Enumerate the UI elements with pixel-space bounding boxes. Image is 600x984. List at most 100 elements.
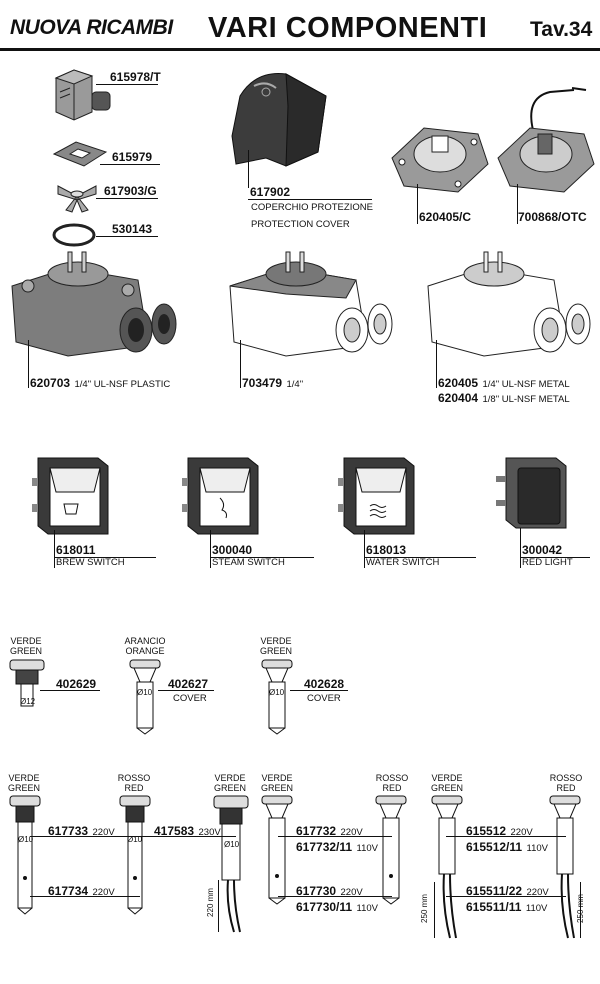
color-verde-1: VERDE <box>10 636 42 646</box>
color-red-2: RED <box>382 783 402 793</box>
part-617734: 617734 <box>48 884 89 898</box>
part-617902: 617902 <box>250 185 291 199</box>
leader-line <box>40 690 100 691</box>
cover-label-en: PROTECTION COVER <box>251 219 350 230</box>
color-red-1: RED <box>124 783 144 793</box>
part-700868: 700868/OTC <box>518 210 587 224</box>
table-number: Tav.34 <box>530 18 593 41</box>
flowmeter-620404-label: 620404 1/8" UL-NSF METAL <box>438 389 570 407</box>
part-620703-desc: 1/4" UL-NSF PLASTIC <box>74 379 171 390</box>
lamp-617732-drawing <box>261 795 293 905</box>
leader-line <box>28 340 29 388</box>
leader-line <box>364 530 365 568</box>
part-402629: 402629 <box>56 677 97 691</box>
flowmeter-plastic-drawing <box>11 251 177 357</box>
indicator-402627-drawing <box>129 659 161 735</box>
diameter-10: Ø10 <box>18 835 34 844</box>
red-light-code: 300042 <box>522 543 563 557</box>
leader-line <box>417 184 418 224</box>
part-620404: 620404 <box>438 391 479 405</box>
color-orange: ORANGE <box>125 646 165 656</box>
part-615511-11: 615511/11 <box>466 900 522 914</box>
leader-line <box>278 896 392 897</box>
leader-line <box>520 528 521 568</box>
brew-switch-drawing <box>32 457 109 535</box>
lamp-617734-label: 617734 220V <box>48 882 115 900</box>
part-617732-11: 617732/11 <box>296 840 353 854</box>
leader-line <box>140 836 236 837</box>
leader-line <box>248 199 372 200</box>
lamp-615511-drawing <box>549 795 581 939</box>
color-arancio: ARANCIO <box>124 636 166 646</box>
color-green-4: GREEN <box>213 783 246 793</box>
part-617730-11: 617730/11 <box>296 900 353 914</box>
lamp-615512-label: 615512 220V <box>466 822 533 840</box>
red-light-drawing <box>496 457 567 529</box>
leader-line <box>436 340 437 388</box>
color-green-3: GREEN <box>7 783 40 793</box>
leader-line <box>364 557 476 558</box>
diameter-12: Ø12 <box>20 697 36 706</box>
part-617733: 617733 <box>48 824 89 838</box>
length-250mm-left: 250 mm <box>419 894 429 923</box>
color-green-1: GREEN <box>9 646 42 656</box>
lamp-417583-label: 417583 230V <box>154 822 221 840</box>
color-red-3: RED <box>556 783 576 793</box>
part-620405: 620405 <box>438 376 479 390</box>
leader-line <box>96 198 158 199</box>
color-green-2: GREEN <box>259 646 292 656</box>
dimension-line <box>434 882 435 938</box>
diameter-10: Ø10 <box>127 835 143 844</box>
flowmeter-1-4-drawing <box>229 251 393 357</box>
water-switch-drawing <box>338 457 415 535</box>
steam-switch-code: 300040 <box>212 543 253 557</box>
lamp-617730-11-label: 617730/11 110V <box>296 898 378 916</box>
connector-drawing <box>54 69 111 121</box>
leader-line <box>54 557 156 558</box>
lamp-617732-label: 617732 220V <box>296 822 363 840</box>
cover-label-it: COPERCHIO PROTEZIONE <box>251 202 373 213</box>
leader-line <box>278 836 392 837</box>
cover-label: COVER <box>307 693 341 704</box>
part-402628: 402628 <box>304 677 345 691</box>
diameter-10: Ø10 <box>224 840 240 849</box>
voltage-220: 220V <box>526 887 549 898</box>
color-verde-2: VERDE <box>260 636 292 646</box>
color-verde-3: VERDE <box>8 773 40 783</box>
voltage-110: 110V <box>356 843 378 854</box>
part-530143: 530143 <box>112 222 153 236</box>
indicator-402628-drawing <box>261 659 293 735</box>
steam-switch-name: STEAM SWITCH <box>212 557 285 568</box>
lamp-617732-11-label: 617732/11 110V <box>296 838 378 856</box>
flowmeter-metal-drawing <box>427 251 591 357</box>
flowmeter-703479-label: 703479 1/4" <box>242 374 303 392</box>
part-615978: 615978/T <box>110 70 161 84</box>
part-615512-11: 615512/11 <box>466 840 523 854</box>
leader-line <box>158 690 214 691</box>
brew-switch-name: BREW SWITCH <box>56 557 125 568</box>
brand-logo: NUOVA RICAMBI <box>10 16 173 39</box>
voltage-220: 220V <box>340 887 363 898</box>
voltage-220: 220V <box>92 887 115 898</box>
cover-label: COVER <box>173 693 207 704</box>
lamp-615512-11-label: 615512/11 110V <box>466 838 548 856</box>
part-617903: 617903/G <box>104 184 157 198</box>
part-703479: 703479 <box>242 376 283 390</box>
sensor-cable-drawing <box>497 87 595 193</box>
color-rosso-2: ROSSO <box>375 773 409 783</box>
part-620703: 620703 <box>30 376 71 390</box>
part-615979: 615979 <box>112 150 153 164</box>
voltage-220: 220V <box>340 827 363 838</box>
voltage-220: 220V <box>92 827 115 838</box>
protection-cover-drawing <box>231 72 327 167</box>
color-verde-4: VERDE <box>214 773 246 783</box>
flowmeter-620405-label: 620405 1/4" UL-NSF METAL <box>438 374 570 392</box>
leader-line <box>30 836 140 837</box>
leader-line <box>446 896 566 897</box>
part-620405-desc: 1/4" UL-NSF METAL <box>482 379 570 390</box>
leader-line <box>210 530 211 568</box>
page-title: VARI COMPONENTI <box>208 12 488 44</box>
length-220mm: 220 mm <box>205 888 215 917</box>
color-rosso-1: ROSSO <box>117 773 151 783</box>
lamp-417583-drawing <box>213 795 249 933</box>
